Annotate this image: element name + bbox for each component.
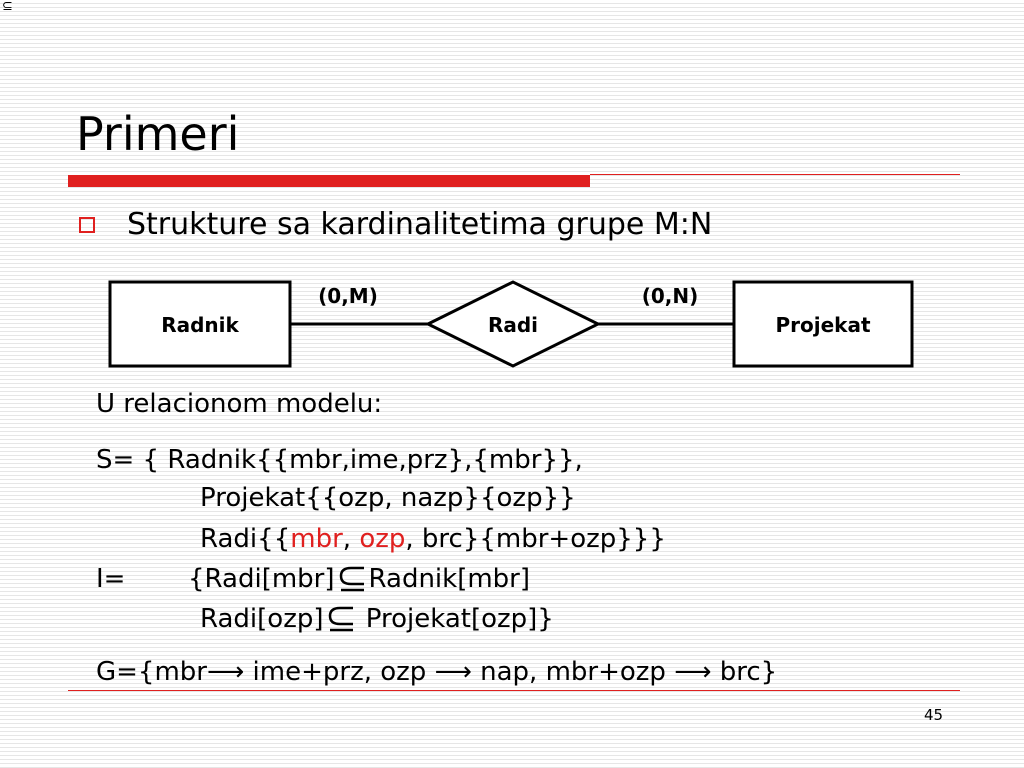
schema-line-3: Radi{{mbr, ozp, brc}{mbr+ozp}}} (200, 522, 666, 556)
entity-projekat-label: Projekat (775, 313, 870, 337)
footer-rule (68, 690, 960, 691)
arrow-icon: ⟶ (434, 657, 472, 687)
entity-projekat-box (732, 280, 914, 368)
arrow-icon: ⟶ (674, 657, 712, 687)
bullet-text: Strukture sa kardinalitetima grupe M:N (127, 207, 713, 242)
dependency-part-2: ime+prz, ozp (244, 657, 435, 687)
dependency-line: G={mbr⟶ ime+prz, ozp ⟶ nap, mbr+ozp ⟶ br… (96, 655, 777, 689)
er-diagram: Radnik Radi Projekat (0,M) (0,N) (108, 280, 914, 368)
subset-equal-icon (339, 566, 364, 592)
entity-radnik-box (108, 280, 292, 368)
title-underline-thick (68, 175, 590, 187)
entity-radnik-label: Radnik (161, 313, 239, 337)
slide-title: Primeri (76, 107, 240, 161)
cardinality-right: (0,N) (642, 284, 699, 308)
relational-heading: U relacionom modelu: (96, 389, 383, 419)
cardinality-left: (0,M) (318, 284, 378, 308)
arrow-icon: ⟶ (207, 657, 245, 687)
schema-line-3-sep: , (342, 524, 360, 554)
constraint-label: I= (96, 564, 126, 594)
subset-equal-icon (328, 606, 353, 632)
schema-line-3-start: Radi{{ (200, 524, 291, 554)
constraint-line-2-left: Radi[ozp] (200, 604, 324, 634)
dependency-part-1: G={mbr (96, 657, 207, 687)
dependency-part-4: brc} (711, 657, 778, 687)
schema-line-1: S= { Radnik{{mbr,ime,prz},{mbr}}, (96, 445, 583, 475)
schema-line-2: Projekat{{ozp, nazp}{ozp}} (200, 483, 576, 513)
constraint-line-1-left: {Radi[mbr] (188, 564, 335, 594)
title-underline-thin (590, 174, 960, 175)
square-bullet-icon (79, 217, 95, 233)
constraint-line-1-right: Radnik[mbr] (368, 564, 531, 594)
corner-subset-glyph: ⊆ (2, 0, 13, 14)
constraint-line-2-right: Projekat[ozp]} (357, 604, 554, 634)
constraint-line-2: Radi[ozp] Projekat[ozp]} (200, 602, 554, 636)
schema-line-3-end: , brc}{mbr+ozp}}} (405, 524, 666, 554)
page-number: 45 (924, 706, 944, 724)
constraint-line-1: {Radi[mbr] Radnik[mbr] (188, 562, 530, 596)
relationship-radi-label: Radi (488, 313, 538, 337)
key-attribute-mbr: mbr (290, 524, 343, 554)
key-attribute-ozp: ozp (359, 524, 406, 554)
dependency-part-3: nap, mbr+ozp (471, 657, 675, 687)
